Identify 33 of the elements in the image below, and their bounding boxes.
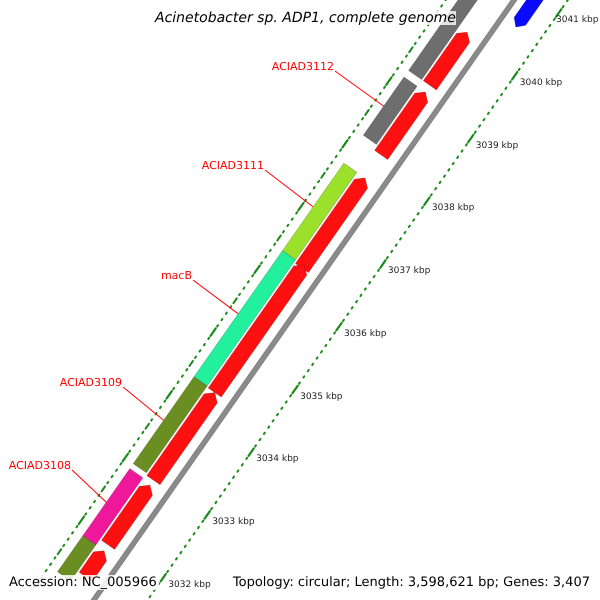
gene-label: ACIAD3109 — [60, 377, 122, 388]
leader-line — [122, 386, 164, 421]
gene-block — [146, 392, 218, 486]
scale-label: 3034 kbp — [256, 455, 298, 464]
leader-line — [264, 170, 314, 208]
scale-label: 3041 kbp — [556, 16, 598, 25]
gene-label: ACIAD3112 — [272, 61, 334, 72]
gene-label: ACIAD3111 — [202, 160, 264, 171]
gene-block — [422, 32, 470, 90]
scale-label: 3035 kbp — [300, 392, 342, 402]
gene-bar — [282, 162, 358, 260]
gene-block — [101, 484, 153, 550]
gene-bar — [132, 376, 208, 474]
scale-label: 3032 kbp — [168, 580, 211, 590]
scale-label: 3039 kbp — [476, 142, 518, 150]
gene-bar — [82, 468, 144, 546]
gene-bar — [194, 250, 296, 386]
leader-line — [192, 280, 239, 314]
leader-line — [334, 70, 384, 107]
gene-label: ACIAD3108 — [8, 460, 71, 471]
genome-info-note: Topology: circular; Length: 3,598,621 bp; Genes: 3,407 — [230, 575, 592, 590]
leader-line — [72, 470, 107, 503]
scale-label: 3036 kbp — [344, 330, 386, 339]
scale-label: 3037 kbp — [388, 267, 430, 276]
accession-note: Accession: NC_005966 — [7, 575, 159, 590]
gene-block — [294, 178, 368, 274]
gene-block — [374, 92, 428, 160]
scale-label: 3040 kbp — [520, 78, 562, 88]
diagram-title: Acinetobacter sp. ADP1, complete genome — [155, 11, 456, 25]
scale-label: 3033 kbp — [212, 518, 255, 527]
gene-bar — [362, 76, 418, 145]
scale-label: 3038 kbp — [432, 204, 474, 214]
gene-label: macB — [160, 270, 192, 281]
